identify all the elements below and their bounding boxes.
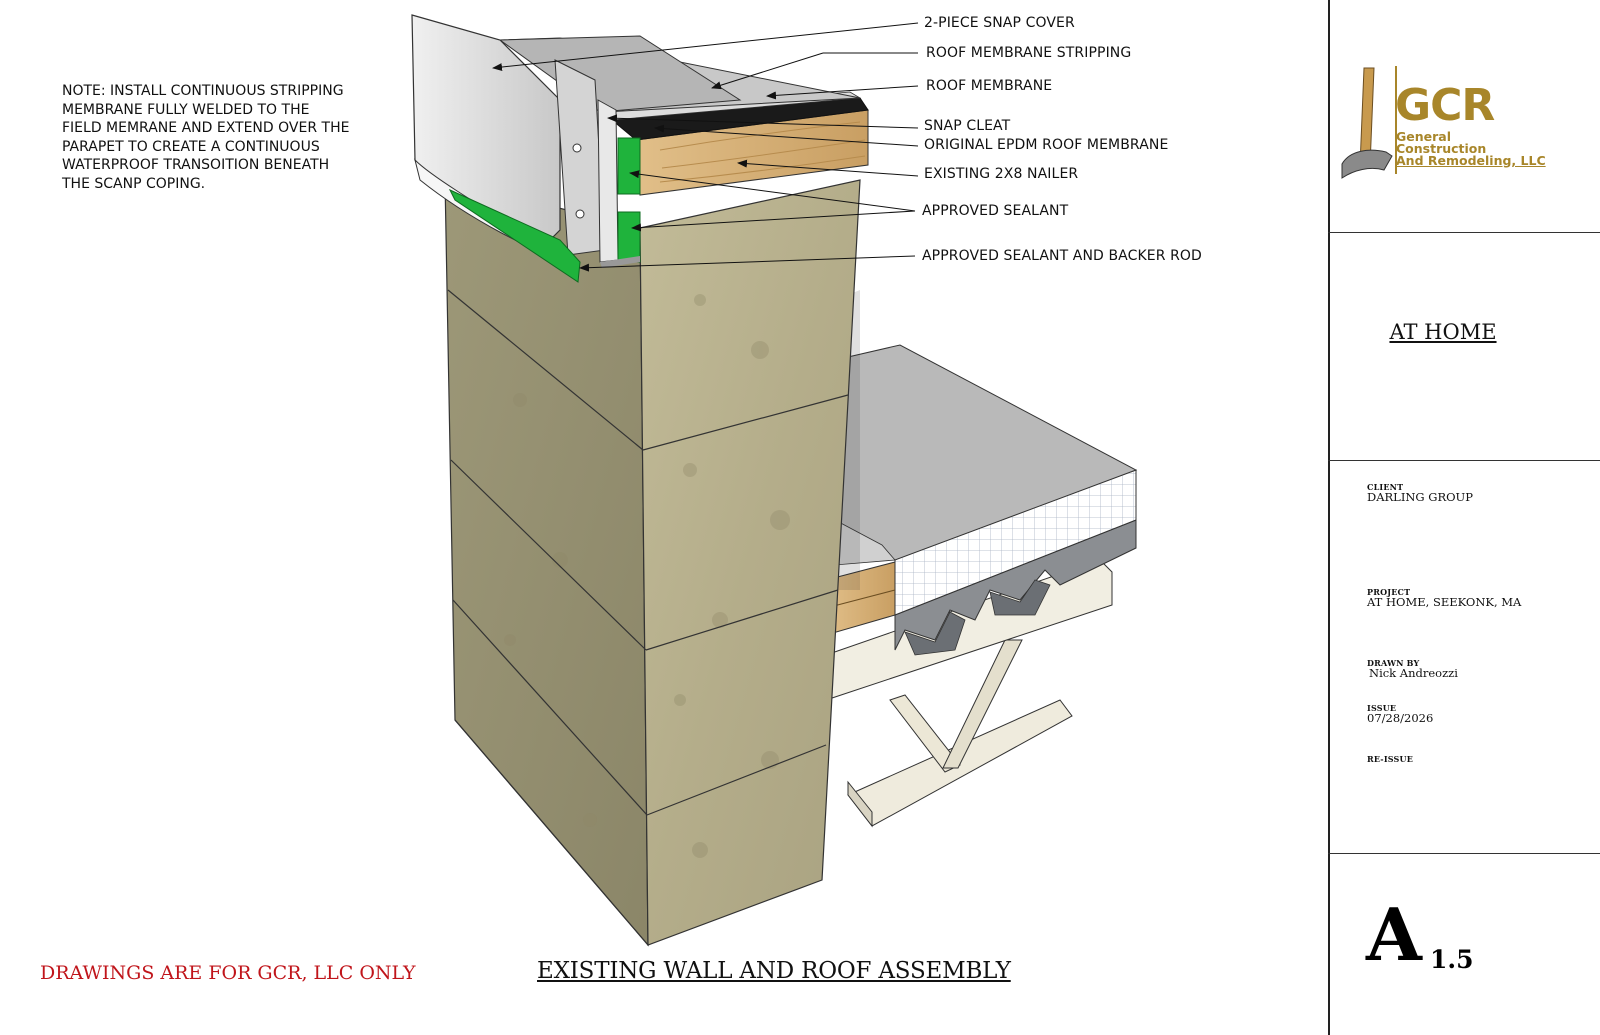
note-line: PARAPET TO CREATE A CONTINUOUS (62, 138, 320, 155)
callout-roof-membrane: ROOF MEMBRANE (926, 78, 1053, 94)
title-block-border (1328, 0, 1330, 1035)
drawn-by-label: DRAWN BY (1367, 658, 1420, 668)
issue-value: 07/28/2026 (1367, 711, 1434, 725)
drawing-title: EXISTING WALL AND ROOF ASSEMBLY (537, 958, 1011, 984)
callout-snap-cover: 2-PIECE SNAP COVER (924, 15, 1075, 31)
drawn-by-value: Nick Andreozzi (1369, 666, 1458, 680)
project-title: AT HOME (1389, 320, 1497, 344)
coping-assembly (411, 14, 869, 283)
note-line: THE SCANP COPING. (62, 175, 206, 192)
callout-sealant: APPROVED SEALANT (922, 203, 1069, 219)
logo-line-1: General (1396, 129, 1451, 144)
note-line: MEMBRANE FULLY WELDED TO THE (62, 101, 310, 118)
logo-line-3: And Remodeling, LLC (1396, 153, 1546, 168)
callout-nailer: EXISTING 2X8 NAILER (924, 166, 1079, 182)
disclaimer: DRAWINGS ARE FOR GCR, LLC ONLY (40, 962, 416, 984)
installation-note: NOTE: INSTALL CONTINUOUS STRIPPING MEMBR… (62, 82, 382, 194)
callout-leaders (492, 22, 919, 272)
hammer-logo-icon (1341, 66, 1397, 179)
project-value: AT HOME, SEEKONK, MA (1367, 595, 1522, 609)
logo-line-2: Construction (1396, 141, 1487, 156)
callout-membrane-stripping: ROOF MEMBRANE STRIPPING (926, 45, 1132, 61)
callout-epdm-membrane: ORIGINAL EPDM ROOF MEMBRANE (924, 137, 1169, 153)
client-value: DARLING GROUP (1367, 490, 1473, 504)
assembly-detail-illustration (411, 14, 1138, 947)
sheet-letter: A (1366, 892, 1422, 977)
project-label: PROJECT (1367, 587, 1411, 597)
roof-deck-assembly (811, 290, 1138, 828)
note-line: NOTE: INSTALL CONTINUOUS STRIPPING (62, 83, 344, 99)
note-line: FIELD MEMRANE AND EXTEND OVER THE (62, 120, 350, 137)
issue-label: ISSUE (1367, 703, 1397, 713)
callout-snap-cleat: SNAP CLEAT (924, 118, 1011, 134)
sheet-number: 1.5 (1430, 945, 1474, 974)
callout-sealant-backer-rod: APPROVED SEALANT AND BACKER ROD (922, 248, 1202, 264)
note-line: WATERPROOF TRANSOITION BENEATH (62, 157, 330, 174)
title-block-divider (1328, 232, 1600, 233)
logo-brand: GCR (1395, 80, 1495, 131)
title-block-divider (1328, 460, 1600, 461)
title-block-divider (1328, 853, 1600, 854)
reissue-label: RE-ISSUE (1367, 754, 1414, 764)
masonry-parapet-wall (444, 179, 861, 947)
client-label: CLIENT (1367, 482, 1404, 492)
